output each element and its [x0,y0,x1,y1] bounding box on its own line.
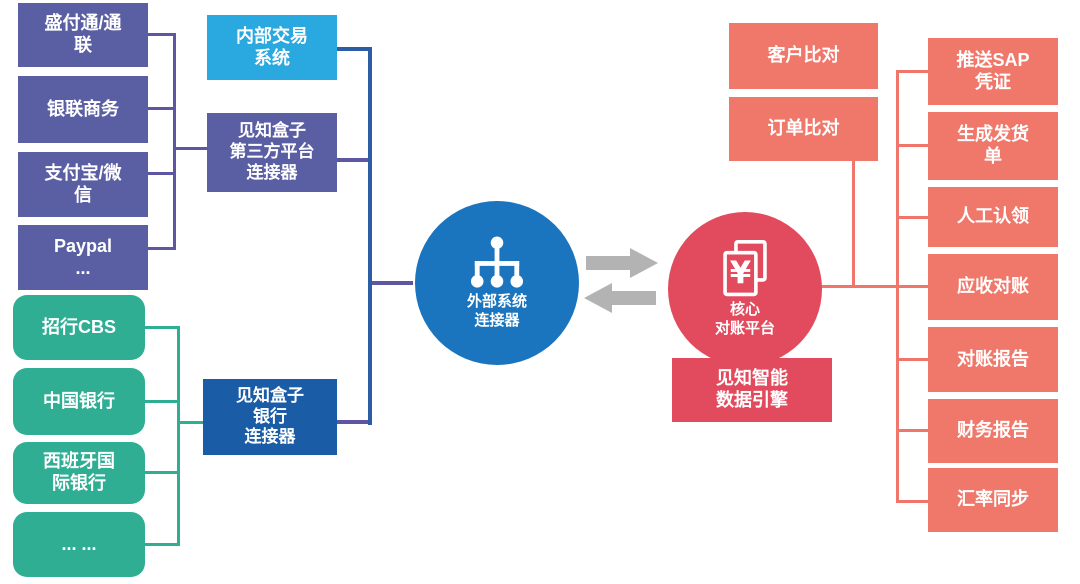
sitemap-icon [470,236,524,288]
node-label: 订单比对 [767,118,840,139]
node-receivable-reconciliation: 应收对账 [928,254,1058,320]
connector-line [148,247,173,250]
node-order-comparison: 订单比对 [729,97,878,161]
connector-line [337,158,368,162]
invoice-stack-icon: ¥ [723,240,767,297]
connector-line [145,543,177,546]
connector-line [820,285,928,288]
node-label: 见知智能 数据引擎 [716,368,788,410]
node-label: 客户比对 [767,45,840,66]
node-label: 支付宝/微 信 [44,162,122,205]
connector-line [899,358,928,361]
node-label: 生成发货 单 [957,124,1029,166]
connector-line [337,47,368,51]
node-push-sap-voucher: 推送SAP 凭证 [928,38,1058,105]
node-label: 内部交易 系统 [236,25,308,68]
node-generate-delivery-note: 生成发货 单 [928,112,1058,180]
node-label: 见知盒子 银行 连接器 [236,385,304,447]
node-label: Paypal ... [53,235,113,278]
node-alipay-wechat: 支付宝/微 信 [18,152,148,217]
arrow-right-icon [586,248,658,278]
node-internal-trading-system: 内部交易 系统 [207,15,337,80]
connector-line [180,421,203,424]
connector-line [899,216,928,219]
node-customer-comparison: 客户比对 [729,23,878,89]
connector-line [852,160,855,288]
node-paypal: Paypal ... [18,225,148,290]
connector-line [148,107,173,110]
node-label: 对账报告 [957,348,1029,369]
node-label: 盛付通/通 联 [44,13,122,55]
node-label: 推送SAP 凭证 [956,49,1030,92]
connector-line [368,47,372,425]
node-label: ... ... [61,533,97,554]
hub-external-system-connector: 外部系统 连接器 [415,201,579,365]
node-spain-intl-bank: 西班牙国 际银行 [13,442,145,504]
arrow-left-icon [584,283,656,313]
connector-line [899,429,928,432]
node-yinlian-shangwu: 银联商务 [18,76,148,143]
connector-line [899,70,928,73]
connector-line [372,281,413,285]
connector-line [148,172,173,175]
hub-label: 核心 对账平台 [714,301,775,337]
node-label: 西班牙国 际银行 [43,451,115,493]
connector-line [173,33,176,250]
svg-text:¥: ¥ [730,256,752,292]
connector-line [337,420,368,424]
connector-line [896,70,899,503]
connector-line [145,471,177,474]
node-label: 财务报告 [957,420,1029,441]
node-data-engine: 见知智能 数据引擎 [672,358,832,422]
node-exchange-rate-sync: 汇率同步 [928,468,1058,532]
node-financial-report: 财务报告 [928,399,1058,463]
hub-core-reconciliation-platform: ¥ 核心 对账平台 [668,212,822,366]
connector-line [145,400,177,403]
node-label: 见知盒子 第三方平台 连接器 [229,121,315,182]
connector-line [176,147,207,150]
node-label: 银联商务 [47,98,119,119]
connector-line [177,326,180,546]
node-bank-of-china: 中国银行 [13,368,145,435]
node-bank-connector: 见知盒子 银行 连接器 [203,379,337,455]
node-label: 招行CBS [41,316,116,337]
node-shengfutong-tonglian: 盛付通/通 联 [18,3,148,67]
node-manual-claim: 人工认领 [928,187,1058,247]
connector-line [145,326,177,329]
node-label: 应收对账 [957,276,1029,297]
node-thirdparty-platform-connector: 见知盒子 第三方平台 连接器 [207,113,337,192]
node-reconciliation-report: 对账报告 [928,327,1058,392]
connector-line [899,144,928,147]
node-label: 汇率同步 [957,489,1029,510]
node-label: 中国银行 [43,390,115,411]
hub-label: 外部系统 连接器 [466,293,527,329]
connector-line [148,33,173,36]
connector-line [899,500,928,503]
node-label: 人工认领 [957,206,1029,227]
node-zhaohang-cbs: 招行CBS [13,295,145,360]
node-more-banks: ... ... [13,512,145,577]
